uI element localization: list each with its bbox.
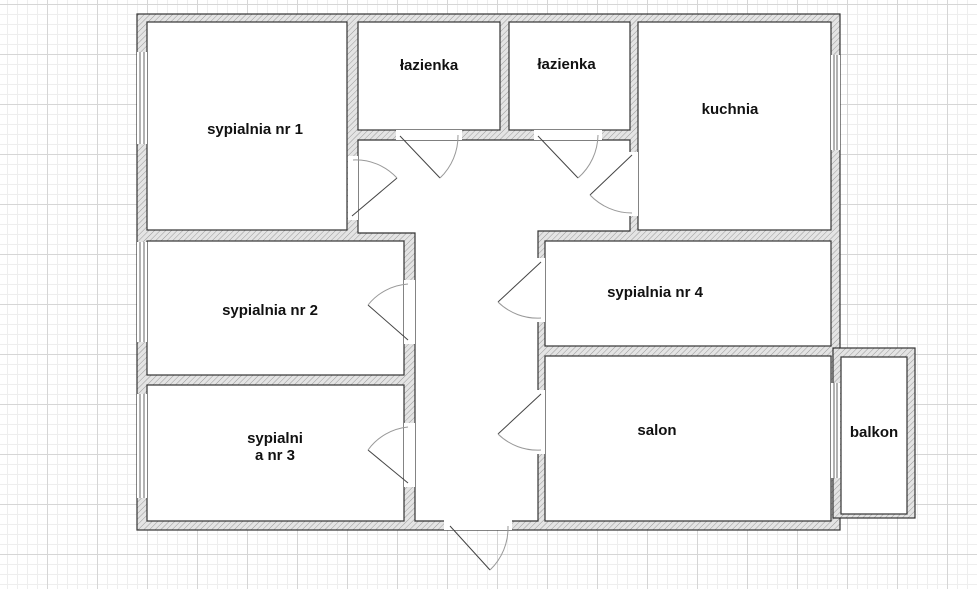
label-bedroom4: sypialnia nr 4 <box>607 284 703 301</box>
label-living: salon <box>637 422 677 439</box>
room-bedroom3 <box>146 384 405 522</box>
label-bedroom2: sypialnia nr 2 <box>222 302 318 319</box>
room-living <box>544 355 832 522</box>
room-bathroom2 <box>508 21 631 131</box>
label-bedroom3: sypialni a nr 3 <box>247 430 303 464</box>
label-balcony: balkon <box>849 424 899 441</box>
room-bathroom1 <box>357 21 501 131</box>
label-kitchen: kuchnia <box>701 101 759 118</box>
label-bathroom2: łazienka <box>537 56 596 73</box>
room-bedroom1 <box>146 21 348 231</box>
room-bedroom4 <box>544 240 832 347</box>
room-balcony <box>840 356 908 515</box>
doors <box>351 134 633 571</box>
windows <box>139 52 838 498</box>
room-bedroom2 <box>146 240 405 376</box>
room-kitchen <box>637 21 832 231</box>
label-bedroom1: sypialnia nr 1 <box>207 121 303 138</box>
label-bathroom1: łazienka <box>399 57 459 74</box>
